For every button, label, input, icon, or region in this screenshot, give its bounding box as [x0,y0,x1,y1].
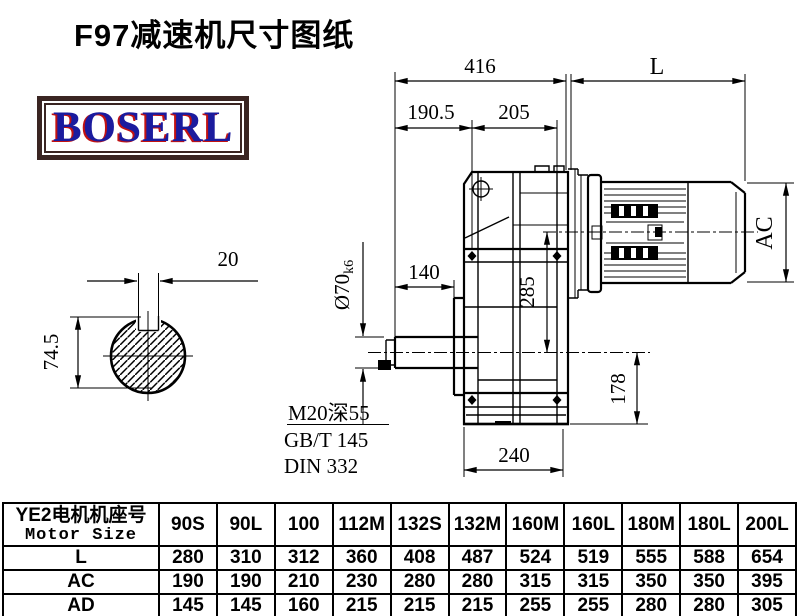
table-cell: 315 [563,569,624,595]
dim-AC-label: AC [752,216,778,249]
table-cell: 145 [215,593,276,616]
dimension-140: 140 [394,260,455,300]
dim-240-label: 240 [498,443,530,467]
table-cell: 215 [389,593,450,616]
dimension-240: 240 [463,427,564,477]
dimension-178: 178 [570,352,648,425]
table-header-cell: 180M [621,502,682,547]
dimension-AC: AC [747,182,794,283]
shaft-section-view [103,311,193,401]
logo-text: BOSERL [53,104,234,151]
table-cell: 312 [273,545,334,571]
table-header-cell: 160M [505,502,566,547]
logo-box: BOSERL [37,96,250,160]
gearbox-housing [452,165,570,426]
output-shaft [368,335,650,370]
table-row-label: AD [2,593,160,616]
dimension-keyway-width: 20 [87,247,258,316]
table-cell: 408 [389,545,450,571]
table-header-cell: 180L [679,502,740,547]
dim-178-label: 178 [606,373,630,405]
table-cell: 215 [331,593,392,616]
table-cell: 190 [158,569,218,595]
table-cell: 519 [563,545,624,571]
dimension-keyway-height: 74.5 [39,316,152,389]
table-cell: 280 [621,593,682,616]
table-cell: 280 [447,569,508,595]
table-header-cell: 100 [273,502,334,547]
dim-L-label: L [650,54,665,80]
header-cn: YE2电机机座号 [15,504,147,526]
table-header-cell: 160L [563,502,624,547]
dimension-190-5-and-205: 190.5 205 [394,100,558,250]
table-cell: 588 [679,545,740,571]
table-cell: 360 [331,545,392,571]
dimension-shaft-diameter: Ø70k6 [330,242,384,410]
dim-74-5-label: 74.5 [39,334,63,371]
table-header-cell: 90S [158,502,218,547]
table-cell: 350 [621,569,682,595]
motor [543,173,758,294]
dimension-416: 416 [394,54,567,337]
dim-285-label: 285 [515,276,539,308]
table-header-cell: 132M [447,502,508,547]
dimension-285: 285 [515,231,551,353]
shaft-dia-tolerance: k6 [342,260,357,274]
note-din: DIN 332 [284,454,358,478]
table-header-cell: 200L [737,502,797,547]
table-cell: 190 [215,569,276,595]
table-cell: 487 [447,545,508,571]
table-cell: 280 [679,593,740,616]
table-cell: 395 [737,569,797,595]
table-cell: 350 [679,569,740,595]
motor-adapter [568,168,588,299]
table-cell: 210 [273,569,334,595]
table-cell: 555 [621,545,682,571]
dim-20-label: 20 [218,247,239,271]
table-cell: 160 [273,593,334,616]
dim-140-label: 140 [408,260,440,284]
table-cell: 255 [505,593,566,616]
table-header-cell: 132S [389,502,450,547]
table-cell: 524 [505,545,566,571]
table-cell: 315 [505,569,566,595]
table-cell: 280 [158,545,218,571]
table-header-cell: 90L [215,502,276,547]
shaft-dia-main: Ø70 [330,274,354,310]
dim-205-label: 205 [498,100,530,124]
note-thread: M20深55 [288,401,370,425]
table-cell: 230 [331,569,392,595]
table-cell: 215 [447,593,508,616]
table-cell: 145 [158,593,218,616]
table-header-cell: 112M [331,502,392,547]
table-cell: 280 [389,569,450,595]
table-row-label: AC [2,569,160,595]
note-gbt: GB/T 145 [284,428,368,452]
dim-190-5-label: 190.5 [407,100,454,124]
dimension-L: L [570,54,746,181]
table-row-label: L [2,545,160,571]
logo-inner-frame: BOSERL [44,103,243,153]
table-cell: 310 [215,545,276,571]
table-cell: 305 [737,593,797,616]
thread-note: M20深55 GB/T 145 DIN 332 [284,372,389,478]
table-cell: 255 [563,593,624,616]
technical-drawing: 20 74.5 416 L 190.5 205 Ø70k6 [39,54,794,478]
table-cell: 654 [737,545,797,571]
page-title: F97减速机尺寸图纸 [74,18,355,53]
dim-shaft-dia-label: Ø70k6 [330,260,357,310]
header-en: Motor Size [24,525,138,545]
dim-416-label: 416 [464,54,496,78]
